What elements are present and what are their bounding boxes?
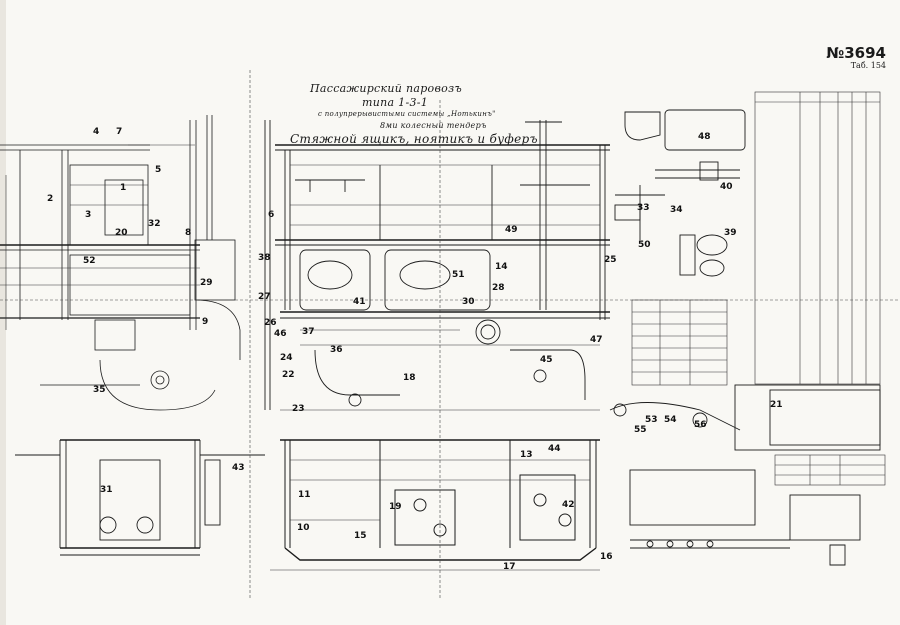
- part-label: 40: [720, 182, 733, 192]
- part-label: 22: [282, 370, 295, 380]
- part-label: 41: [353, 297, 366, 307]
- title-line-4: 8ми колесный тендеръ: [380, 121, 487, 130]
- title-line-1: Пассажирский паровозъ: [310, 82, 463, 95]
- part-label: 48: [698, 132, 711, 142]
- part-label: 23: [292, 404, 305, 414]
- part-label: 53: [645, 415, 658, 425]
- part-label: 45: [540, 355, 553, 365]
- small-table: [631, 299, 728, 386]
- part-label: 52: [83, 256, 96, 266]
- part-label: 42: [562, 500, 575, 510]
- title-line-3: с полупрерывистыми системы „Нотькинъ": [318, 110, 496, 118]
- part-label: 43: [232, 463, 245, 473]
- part-label: 28: [492, 283, 505, 293]
- part-label: 31: [100, 485, 113, 495]
- part-label: 25: [604, 255, 617, 265]
- part-label: 20: [115, 228, 128, 238]
- part-label: 54: [664, 415, 677, 425]
- part-label: 26: [264, 318, 277, 328]
- part-label: 19: [389, 502, 402, 512]
- lower-left-box: [15, 439, 265, 556]
- part-label: 4: [93, 127, 100, 137]
- upper-right-details: [614, 109, 746, 277]
- title-line-2: типа 1-3-1: [362, 96, 429, 109]
- part-label: 35: [93, 385, 106, 395]
- part-label: 9: [202, 317, 209, 327]
- central-elevation: [264, 120, 610, 410]
- right-mid-detail: [609, 384, 881, 451]
- part-label: 17: [503, 562, 516, 572]
- part-label: 30: [462, 297, 475, 307]
- part-label: 32: [148, 219, 161, 229]
- part-label: 44: [548, 444, 561, 454]
- part-label: 1: [120, 183, 127, 193]
- part-label: 21: [770, 400, 783, 410]
- part-label: 49: [505, 225, 518, 235]
- part-label: 39: [724, 228, 737, 238]
- table-number: Таб. 154: [850, 61, 886, 70]
- part-label: 38: [258, 253, 271, 263]
- part-label: 16: [600, 552, 613, 562]
- part-label: 24: [280, 353, 293, 363]
- part-label: 55: [634, 425, 647, 435]
- part-label: 13: [520, 450, 533, 460]
- part-label: 3: [85, 210, 92, 220]
- part-label: 36: [330, 345, 343, 355]
- part-label: 7: [116, 127, 123, 137]
- part-label: 33: [637, 203, 650, 213]
- part-label: 37: [302, 327, 315, 337]
- lower-right-details: [629, 469, 861, 566]
- part-label: 5: [155, 165, 162, 175]
- part-label: 34: [670, 205, 683, 215]
- part-label: 27: [258, 292, 271, 302]
- part-label: 51: [452, 270, 465, 280]
- parts-table: [754, 91, 881, 385]
- part-label: 6: [268, 210, 275, 220]
- part-label: 10: [297, 523, 310, 533]
- part-label: 18: [403, 373, 416, 383]
- part-label: 8: [185, 228, 192, 238]
- part-label: 56: [694, 420, 707, 430]
- part-label: 11: [298, 490, 311, 500]
- part-label: 47: [590, 335, 603, 345]
- part-label: 46: [274, 329, 287, 339]
- part-label: 50: [638, 240, 651, 250]
- title-line-5: Стяжной ящикъ, ноятикъ и буферъ: [290, 132, 538, 146]
- part-label: 14: [495, 262, 508, 272]
- sheet-number: №3694: [826, 44, 886, 62]
- part-label: 2: [47, 194, 54, 204]
- part-label: 15: [354, 531, 367, 541]
- part-label: 29: [200, 278, 213, 288]
